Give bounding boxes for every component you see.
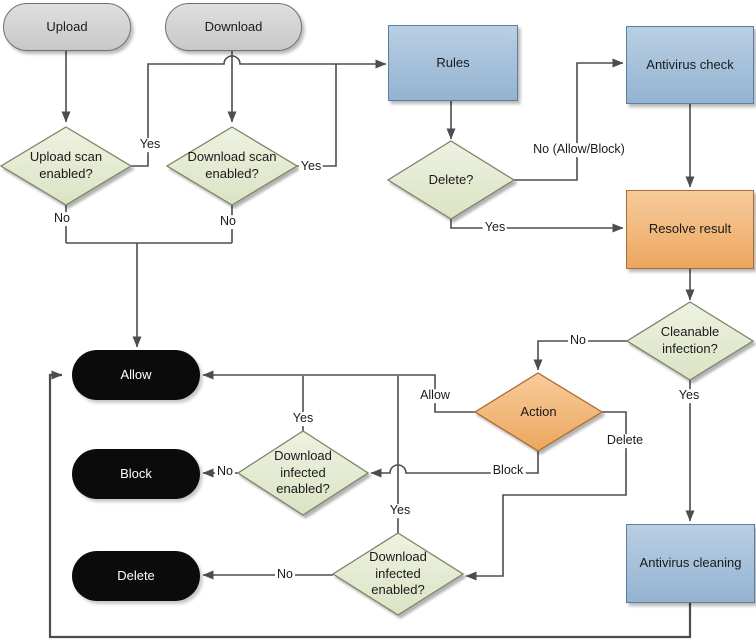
node-rules-label: Rules: [436, 54, 470, 70]
node-upload-scan: Upload scan enabled?: [1, 127, 131, 205]
edge-label-upload-scan-yes: Yes: [137, 137, 163, 152]
edge-label-action-block: Block: [490, 463, 526, 478]
edge-deleteq-no-to-antivirus-check: [514, 58, 624, 181]
node-download-infected-2-label: Download infected enabled?: [369, 548, 427, 598]
edge-cleaning-to-allow-loop: [48, 370, 692, 639]
node-download-scan-label: Download scan enabled?: [187, 149, 277, 181]
node-rules: Rules: [388, 25, 518, 101]
node-action: Action: [475, 373, 602, 451]
node-download-infected-1-label: Download infected enabled?: [274, 447, 332, 497]
diamond-download-infected-1: [236, 430, 370, 516]
edge-label-delete-yes: Yes: [482, 220, 508, 235]
node-cleanable-infection-label: Cleanable infection?: [660, 324, 720, 356]
edge-label-action-delete: Delete: [604, 433, 646, 448]
node-allow: Allow: [72, 350, 200, 400]
edge-label-upload-scan-no: No: [52, 211, 72, 226]
diamond-delete-question: [386, 140, 516, 220]
node-download-infected-2: Download infected enabled?: [333, 533, 463, 615]
edge-label-download-scan-yes: Yes: [298, 159, 324, 174]
node-delete-label: Delete: [117, 567, 155, 583]
node-block: Block: [72, 449, 200, 499]
edge-cleanable-no-to-action: [533, 340, 627, 371]
node-cleanable-infection: Cleanable infection?: [627, 302, 753, 380]
node-download-scan: Download scan enabled?: [167, 127, 297, 205]
edge-action-delete-to-infected2: [465, 411, 627, 581]
edge-label-action-allow: Allow: [418, 388, 452, 403]
edge-label-infected1-yes: Yes: [290, 411, 316, 426]
edge-label-infected2-yes: Yes: [387, 503, 413, 518]
node-download: Download: [165, 3, 302, 51]
node-download-label: Download: [204, 18, 263, 34]
node-upload-label: Upload: [46, 18, 88, 34]
edge-label-cleanable-yes: Yes: [676, 388, 702, 403]
node-delete-question: Delete?: [388, 141, 514, 219]
node-block-label: Block: [120, 465, 152, 481]
edge-deleteq-yes-to-resolve: [450, 219, 624, 233]
node-delete-question-label: Delete?: [428, 171, 474, 187]
node-upload-scan-label: Upload scan enabled?: [29, 149, 103, 181]
edge-action-block-to-infected1: [370, 451, 539, 478]
node-resolve-result-label: Resolve result: [648, 221, 732, 237]
edge-label-cleanable-no: No: [568, 333, 588, 348]
node-upload: Upload: [3, 3, 131, 51]
node-antivirus-check-label: Antivirus check: [646, 56, 734, 72]
node-resolve-result: Resolve result: [626, 190, 754, 269]
node-antivirus-cleaning: Antivirus cleaning: [626, 524, 755, 603]
edge-uploadscan-yes-to-rules: [131, 55, 387, 167]
node-allow-label: Allow: [120, 366, 152, 382]
edge-downloadscan-yes-to-rules: [297, 64, 337, 167]
node-download-infected-1: Download infected enabled?: [238, 431, 368, 515]
edge-label-infected2-no: No: [275, 567, 295, 582]
diamond-download-scan: [165, 126, 299, 206]
edge-label-delete-no: No (Allow/Block): [531, 142, 627, 157]
edge-label-infected1-no: No: [215, 464, 235, 479]
diamond-action: [473, 372, 604, 452]
edge-label-download-scan-no: No: [218, 214, 238, 229]
edge-no-merge: [65, 205, 233, 244]
node-antivirus-check: Antivirus check: [626, 26, 754, 104]
node-delete: Delete: [72, 551, 200, 601]
node-action-label: Action: [520, 403, 557, 419]
diamond-download-infected-2: [331, 532, 465, 616]
node-antivirus-cleaning-label: Antivirus cleaning: [639, 555, 742, 571]
diamond-upload-scan: [0, 126, 133, 206]
diamond-cleanable-infection: [625, 301, 755, 381]
